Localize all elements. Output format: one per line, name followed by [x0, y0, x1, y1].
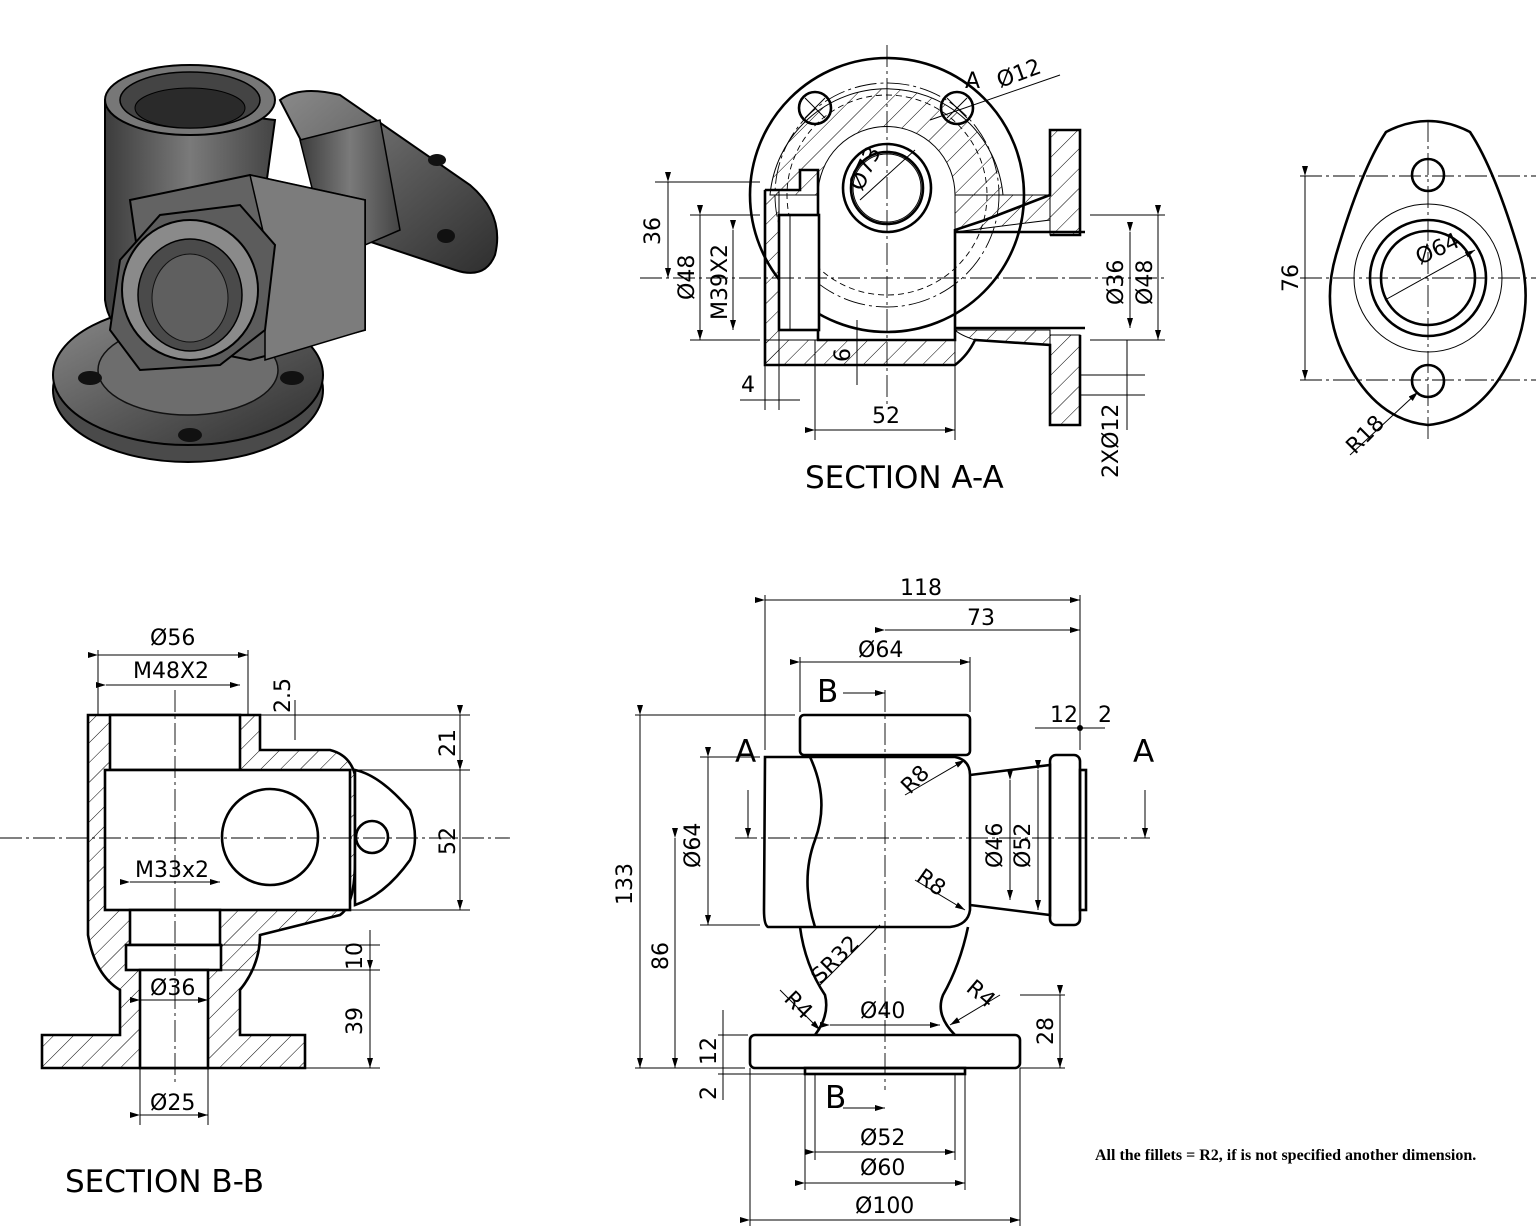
dim-48-left: Ø48 [675, 255, 700, 300]
dim-12-holes: Ø12 [994, 55, 1045, 94]
dim-73-front: 73 [967, 606, 995, 631]
dim-4: 4 [741, 373, 755, 398]
dim-118: 118 [900, 576, 942, 601]
section-a-a-title: SECTION A-A [805, 460, 1004, 496]
dim-52-aa: 52 [872, 404, 900, 429]
section-mark-a-right: A [1133, 734, 1154, 770]
dim-64-top: Ø64 [858, 638, 903, 663]
flange-hole [178, 428, 202, 442]
dim-6: 6 [831, 348, 856, 362]
section-mark-a: A [965, 69, 980, 94]
dim-64-flange: Ø64 [1412, 229, 1464, 271]
dim-46: Ø46 [983, 823, 1008, 868]
dim-36-bb: Ø36 [150, 976, 195, 1001]
section-mark-b-top: B [817, 674, 838, 710]
dim-56: Ø56 [150, 626, 195, 651]
dim-2-5: 2.5 [271, 678, 296, 713]
dim-r4-left: R4 [779, 987, 817, 1025]
dim-r8-top: R8 [897, 761, 935, 799]
dim-m33: M33x2 [135, 858, 209, 883]
dim-10: 10 [343, 942, 368, 970]
dim-12-front: 12 [1050, 703, 1078, 728]
dim-m48: M48X2 [133, 659, 209, 684]
dim-12-base: 12 [697, 1037, 722, 1065]
flange-hole [280, 371, 304, 385]
flange-hole [78, 371, 102, 385]
flange-side-view [1300, 119, 1536, 456]
dim-76: 76 [1279, 264, 1304, 292]
dim-52-bb: 52 [436, 827, 461, 855]
dim-36: 36 [641, 217, 666, 245]
dim-28: 28 [1034, 1017, 1059, 1045]
dim-r8-bottom: R8 [912, 864, 950, 901]
dim-m39: M39X2 [708, 244, 733, 320]
dim-25: Ø25 [150, 1091, 195, 1116]
dim-52-base: Ø52 [860, 1126, 905, 1151]
dim-2-base: 2 [697, 1086, 722, 1100]
dim-60: Ø60 [860, 1156, 905, 1181]
dim-21: 21 [436, 729, 461, 757]
dim-40: Ø40 [860, 999, 905, 1024]
front-view [635, 595, 1150, 1226]
dim-133: 133 [613, 863, 638, 905]
dim-2-front: 2 [1098, 703, 1112, 728]
dim-86: 86 [649, 942, 674, 970]
dim-2x12: 2XØ12 [1099, 404, 1124, 478]
section-mark-a-left: A [735, 734, 756, 770]
dim-r18: R18 [1342, 411, 1390, 459]
section-b-b-title: SECTION B-B [65, 1164, 264, 1200]
isometric-view [52, 64, 499, 463]
dim-sr32: SR32 [807, 931, 865, 989]
dim-64-side: Ø64 [681, 823, 706, 868]
dim-48-right: Ø48 [1133, 260, 1158, 305]
dim-52-side: Ø52 [1011, 823, 1036, 868]
section-a-a-view [640, 45, 1165, 440]
section-b-b-view [0, 650, 510, 1125]
dim-r4-right: R4 [961, 975, 1000, 1013]
dim-39: 39 [343, 1007, 368, 1035]
dim-36-right: Ø36 [1104, 260, 1129, 305]
dim-100: Ø100 [855, 1194, 914, 1219]
section-mark-b-bottom: B [825, 1080, 846, 1116]
fillet-note: All the fillets = R2, if is not specifie… [1095, 1147, 1477, 1164]
